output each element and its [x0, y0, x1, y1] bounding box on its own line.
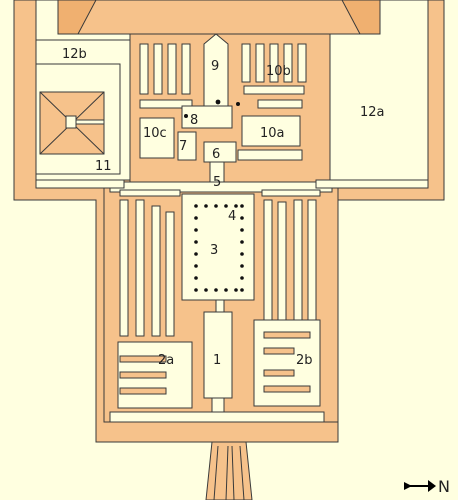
causeway	[205, 441, 253, 500]
north-label: N	[438, 477, 450, 496]
label-room-12a: 12a	[360, 105, 385, 120]
label-room-9: 9	[211, 59, 219, 74]
label-room-2a: 2a	[158, 353, 174, 368]
room-10c	[139, 117, 175, 159]
label-room-2b: 2b	[296, 353, 313, 368]
room-3	[181, 193, 255, 301]
label-room-1: 1	[213, 353, 221, 368]
label-room-11: 11	[95, 159, 112, 174]
pyramid-top	[57, 0, 381, 35]
label-room-12b: 12b	[62, 47, 87, 62]
room-10a	[241, 115, 301, 147]
room-1	[203, 311, 233, 399]
label-room-8: 8	[190, 113, 198, 128]
label-room-5: 5	[213, 175, 221, 190]
label-room-4: 4	[228, 209, 236, 224]
small-pyramid	[39, 91, 105, 155]
label-room-3: 3	[210, 243, 218, 258]
room-9	[203, 33, 229, 111]
room-8	[181, 105, 233, 129]
north-arrow-icon	[404, 480, 436, 492]
room-7	[177, 131, 197, 161]
label-room-7: 7	[179, 139, 187, 154]
label-room-10c: 10c	[143, 126, 167, 141]
label-room-10b: 10b	[266, 64, 291, 79]
label-room-6: 6	[212, 147, 220, 162]
label-room-10a: 10a	[260, 126, 285, 141]
pillars	[184, 99, 244, 292]
